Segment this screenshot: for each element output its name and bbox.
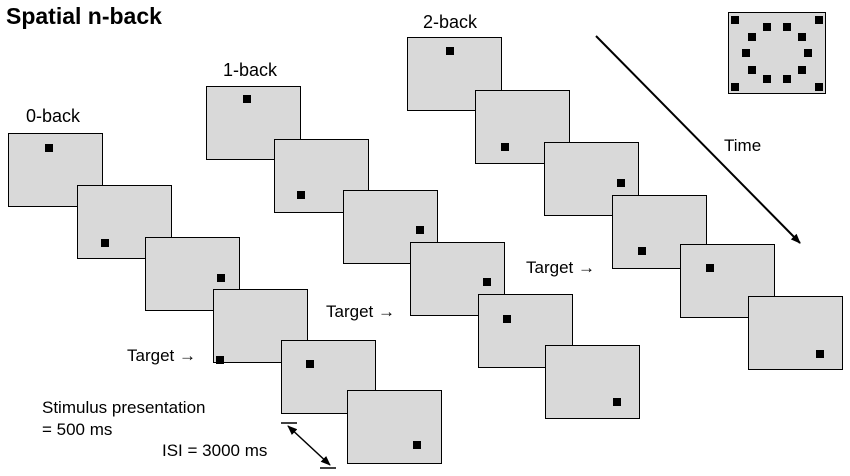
legend-location-dot: [815, 83, 823, 91]
legend-location-dot: [748, 33, 756, 41]
legend-location-dot: [815, 16, 823, 24]
stimulus-dot: [416, 226, 424, 234]
stimulus-dot: [446, 47, 454, 55]
stimulus-dot: [101, 239, 109, 247]
stimulus-dot: [306, 360, 314, 368]
legend-location-dot: [783, 23, 791, 31]
legend-location-dot: [798, 66, 806, 74]
isi-double-arrow: [287, 425, 331, 466]
legend-location-dot: [763, 23, 771, 31]
location-grid-legend: [728, 12, 826, 94]
condition-label-0-back: 0-back: [26, 106, 81, 126]
target-label-1-back: Target →: [326, 302, 395, 321]
stimulus-dot: [706, 264, 714, 272]
legend-location-dot: [742, 49, 750, 57]
stimulus-duration-line2: = 500 ms: [42, 420, 113, 439]
legend-location-dot: [731, 16, 739, 24]
stimulus-dot: [216, 356, 224, 364]
legend-location-dot: [783, 75, 791, 83]
target-label-2-back: Target →: [526, 258, 595, 277]
stimulus-dot: [613, 398, 621, 406]
legend-location-dot: [798, 33, 806, 41]
figure-title: Spatial n-back: [6, 3, 162, 29]
stimulus-dot: [816, 350, 824, 358]
legend-location-dot: [804, 49, 812, 57]
condition-label-2-back: 2-back: [423, 12, 478, 32]
stimulus-dot: [217, 274, 225, 282]
stimulus-dot: [243, 95, 251, 103]
stimulus-frame: [145, 237, 240, 311]
legend-location-dot: [763, 75, 771, 83]
stimulus-dot: [638, 247, 646, 255]
stimulus-dot: [503, 315, 511, 323]
target-label-0-back: Target →: [127, 346, 196, 365]
time-arrow: [595, 35, 801, 244]
legend-location-dot: [731, 83, 739, 91]
stimulus-frame: [347, 390, 442, 464]
stimulus-frame: [748, 296, 843, 370]
stimulus-frame: [407, 37, 502, 111]
isi-label: ISI = 3000 ms: [162, 441, 268, 460]
stimulus-dot: [617, 179, 625, 187]
stimulus-dot: [501, 143, 509, 151]
stimulus-dot: [413, 441, 421, 449]
time-label: Time: [724, 136, 762, 155]
condition-label-1-back: 1-back: [223, 60, 278, 80]
stimulus-duration-line1: Stimulus presentation: [42, 398, 206, 417]
stimulus-dot: [45, 144, 53, 152]
stimulus-dot: [483, 278, 491, 286]
stimulus-frame: [545, 345, 640, 419]
stimulus-dot: [297, 191, 305, 199]
legend-location-dot: [748, 66, 756, 74]
